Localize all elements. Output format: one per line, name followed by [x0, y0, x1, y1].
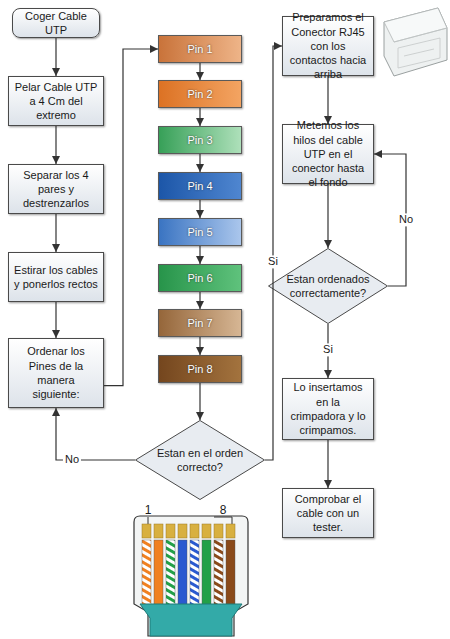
- node-text: Lo insertamos en la crimpadora y lo crim…: [288, 380, 368, 437]
- process-box: Ordenar los Pines de la manera siguiente…: [8, 338, 104, 408]
- rj45-wiring-illustration: [134, 516, 248, 636]
- diamond-outline: [268, 248, 388, 324]
- decision-diamond: Estan en el orden correcto?: [135, 420, 265, 500]
- process-box: Estirar los cables y ponerlos rectos: [8, 252, 104, 302]
- node-text: Estan ordenados correctamente?: [282, 272, 374, 301]
- node-text: Pin 1: [187, 42, 212, 56]
- connector-arrow: [327, 184, 328, 248]
- node-text: Estirar los cables y ponerlos rectos: [14, 263, 98, 292]
- start-box: Coger Cable UTP: [12, 8, 100, 38]
- connector-arrow: [199, 292, 200, 309]
- rj45-connector-photo: [384, 0, 447, 76]
- connector-arrow: [104, 49, 158, 386]
- connector-arrow: [55, 214, 56, 252]
- connector-arrow: [56, 408, 135, 460]
- connector-arrow: [327, 76, 328, 124]
- process-box: Preparamos el Conector RJ45 con los cont…: [282, 16, 374, 76]
- connector-arrow: [265, 46, 282, 460]
- process-box: Metemos los hilos del cable UTP en el co…: [282, 124, 374, 184]
- connector-arrow: [55, 38, 56, 76]
- edge-label: No: [397, 213, 415, 226]
- connector-arrow: [55, 302, 56, 338]
- connector-arrow: [199, 383, 200, 420]
- node-text: Pin 7: [187, 316, 212, 330]
- connector-arrow: [199, 200, 200, 218]
- decision-diamond: Estan ordenados correctamente?: [268, 248, 388, 324]
- node-text: Pin 4: [187, 179, 212, 193]
- pin-box: Pin 4: [158, 172, 242, 200]
- pin-box: Pin 1: [158, 35, 242, 63]
- node-text: Pin 3: [187, 133, 212, 147]
- node-text: Ordenar los Pines de la manera siguiente…: [14, 344, 98, 401]
- edge-label: Si: [321, 343, 335, 356]
- pin-box: Pin 2: [158, 80, 242, 108]
- node-text: Pin 6: [187, 271, 212, 285]
- edge-label: No: [63, 453, 81, 466]
- pin-box: Pin 8: [158, 355, 242, 383]
- pin-number: 8: [220, 504, 227, 516]
- node-text: Estan en el orden correcto?: [149, 446, 251, 475]
- pin-box: Pin 7: [158, 309, 242, 337]
- pin-box: Pin 6: [158, 264, 242, 292]
- connector-arrow: [55, 126, 56, 164]
- pin-box: Pin 3: [158, 126, 242, 154]
- node-text: Metemos los hilos del cable UTP en el co…: [288, 118, 368, 189]
- node-text: Separar los 4 pares y destrenzarlos: [14, 168, 98, 211]
- connector-arrow: [199, 154, 200, 172]
- end-box: Comprobar el cable con un tester.: [282, 488, 374, 538]
- edge-label: Si: [266, 255, 280, 268]
- diamond-outline: [135, 420, 265, 500]
- connector-arrow: [199, 246, 200, 264]
- process-box: Separar los 4 pares y destrenzarlos: [8, 164, 104, 214]
- connector-arrow: [199, 63, 200, 80]
- node-text: Pelar Cable UTP a 4 Cm del extremo: [14, 80, 98, 123]
- pin-number: 1: [145, 504, 152, 516]
- process-box: Pelar Cable UTP a 4 Cm del extremo: [8, 76, 104, 126]
- node-text: Pin 2: [187, 87, 212, 101]
- node-text: Preparamos el Conector RJ45 con los cont…: [288, 10, 368, 81]
- connector-arrow: [199, 108, 200, 126]
- connector-arrow: [327, 440, 328, 488]
- node-text: Coger Cable UTP: [18, 9, 94, 38]
- process-box: Lo insertamos en la crimpadora y lo crim…: [282, 378, 374, 440]
- diamond-shape: [136, 421, 265, 500]
- node-text: Pin 8: [187, 362, 212, 376]
- pin-box: Pin 5: [158, 218, 242, 246]
- node-text: Pin 5: [187, 225, 212, 239]
- connector-arrow: [199, 337, 200, 355]
- node-text: Comprobar el cable con un tester.: [288, 492, 368, 535]
- diamond-shape: [269, 249, 388, 324]
